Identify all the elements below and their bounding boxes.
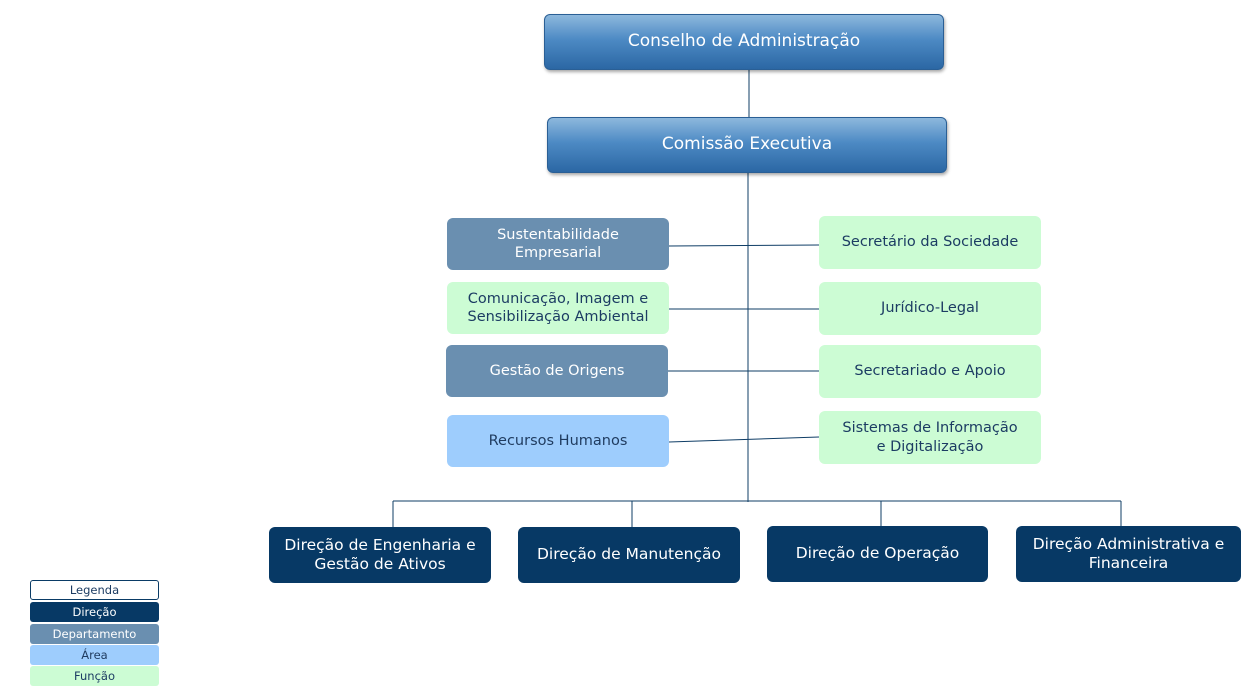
legend-item-direcao: Direção	[30, 602, 159, 622]
secretariado-e-apoio-box[interactable]: Secretariado e Apoio	[819, 345, 1041, 398]
sistemas-de-informacao-box[interactable]: Sistemas de Informação e Digitalização	[819, 411, 1041, 464]
direcao-administrativa-box[interactable]: Direção Administrativa e Financeira	[1016, 526, 1241, 582]
comunicacao-imagem-box[interactable]: Comunicação, Imagem e Sensibilização Amb…	[447, 282, 669, 334]
conselho-de-administracao-box[interactable]: Conselho de Administração	[544, 14, 944, 70]
direcao-operacao-box[interactable]: Direção de Operação	[767, 526, 988, 582]
comissao-executiva-box[interactable]: Comissão Executiva	[547, 117, 947, 173]
direcao-manutencao-box[interactable]: Direção de Manutenção	[518, 527, 740, 583]
legend-item-funcao: Função	[30, 666, 159, 686]
legend-item-area: Área	[30, 645, 159, 665]
juridico-legal-box[interactable]: Jurídico-Legal	[819, 282, 1041, 335]
legend-item-departamento: Departamento	[30, 624, 159, 644]
sustentabilidade-empresarial-box[interactable]: Sustentabilidade Empresarial	[447, 218, 669, 270]
gestao-de-origens-box[interactable]: Gestão de Origens	[446, 345, 668, 397]
legend-title: Legenda	[30, 580, 159, 600]
direcao-engenharia-box[interactable]: Direção de Engenharia e Gestão de Ativos	[269, 527, 491, 583]
secretario-da-sociedade-box[interactable]: Secretário da Sociedade	[819, 216, 1041, 269]
recursos-humanos-box[interactable]: Recursos Humanos	[447, 415, 669, 467]
